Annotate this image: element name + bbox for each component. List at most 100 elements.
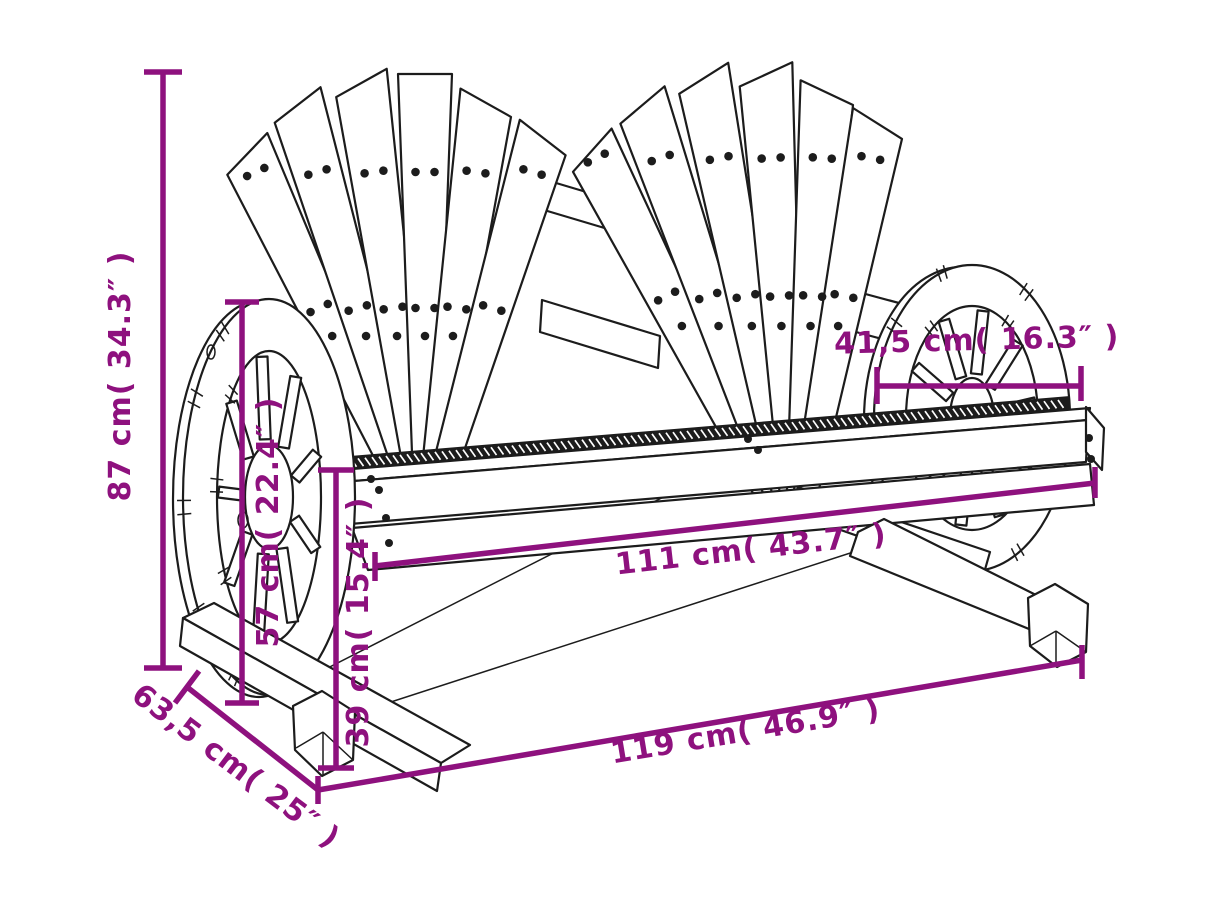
screw-dot: [754, 446, 762, 454]
seat-strip-texture: [385, 455, 393, 465]
seat-strip-texture: [735, 426, 743, 436]
seat-strip-texture: [889, 413, 897, 423]
seat-strip-texture: [826, 418, 834, 428]
screw-dot: [833, 321, 843, 331]
seat-strip-texture: [567, 440, 575, 450]
seat-strip-texture: [560, 440, 568, 450]
screw-dot: [849, 293, 858, 303]
seat-strip-texture: [371, 456, 379, 466]
screw-dot: [600, 149, 610, 158]
screw-dot: [392, 331, 402, 341]
screw-dot: [583, 158, 593, 167]
screw-dot: [322, 165, 331, 174]
wheel-rim-joint: [215, 329, 225, 342]
wheel-spoke: [937, 317, 968, 381]
screw-dot: [765, 292, 775, 301]
seat-strip-texture: [868, 415, 876, 425]
wheel-spoke: [288, 514, 322, 555]
wheel-rim-joint: [935, 268, 942, 283]
dimension-wheel-diameter: 57 cm( 22.4″ ): [225, 299, 286, 706]
wheel-rim-joint: [187, 400, 201, 409]
back-cross-rail: [538, 298, 662, 370]
screw-dot: [705, 155, 715, 165]
wheel-hub: [243, 443, 295, 551]
seat-strip-texture: [399, 454, 407, 464]
seat-strip-texture: [798, 421, 806, 430]
seat-strip-texture: [1008, 403, 1016, 413]
seat-strip-texture: [532, 443, 540, 453]
seat-strip-texture: [504, 445, 512, 455]
screw-dot: [323, 299, 333, 309]
seat-strip-texture: [553, 441, 561, 451]
screw-dot: [497, 306, 506, 315]
screw-dot: [875, 155, 885, 165]
screw-dot: [827, 154, 837, 163]
dimension-label-wheel-diameter: 57 cm( 22.4″ ): [251, 397, 286, 648]
screw-dot: [448, 331, 458, 341]
dimension-armrest-span: 41,5 cm( 16.3″ ): [834, 319, 1120, 404]
wheel-rim-joint: [1001, 314, 1010, 327]
seat-strip-texture: [917, 411, 925, 420]
screw-dot: [430, 167, 439, 177]
right-foot-edge: [1029, 630, 1057, 647]
screw-dot: [665, 150, 674, 160]
seat-strip-texture: [574, 439, 582, 449]
screw-dot: [670, 287, 680, 296]
screw-dot: [242, 171, 252, 181]
seat-strip-texture: [511, 445, 519, 454]
dimension-line: [374, 480, 1096, 569]
seat-strip-texture: [413, 453, 421, 462]
wheel-rim-joint: [177, 512, 192, 516]
screw-dot: [817, 292, 827, 301]
screw-dot: [411, 303, 420, 313]
screw-dot: [360, 169, 369, 178]
wheel-spoke: [277, 374, 303, 450]
seat-strip-texture: [749, 425, 757, 434]
seat-strip-texture: [476, 447, 484, 457]
dimension-label-overall-height: 87 cm( 34.3″ ): [103, 251, 138, 502]
under-seat-runner: [359, 544, 876, 713]
screw-dot: [732, 293, 741, 303]
seat-strip-texture: [469, 448, 477, 458]
seat-strip-texture: [539, 442, 547, 452]
seat-strip-texture: [756, 424, 764, 434]
wheel-rim-joint: [1016, 543, 1025, 557]
seat-strip-texture: [896, 412, 904, 422]
screw-dot: [430, 303, 439, 313]
screw-dot: [776, 153, 785, 162]
seat-strip-texture: [679, 431, 687, 440]
wheel-rim-joint: [210, 477, 224, 481]
screw-dot: [712, 288, 722, 298]
screw-dot: [519, 165, 528, 174]
screw-dot: [362, 301, 372, 310]
seat-strip-texture: [518, 444, 526, 454]
seat-strip-texture: [637, 434, 645, 444]
seat-strip-texture: [448, 450, 456, 460]
screw-dot: [411, 167, 420, 177]
seat-strip-texture: [1043, 400, 1051, 410]
dimension-line: [185, 684, 320, 793]
screw-dot: [398, 302, 407, 311]
seat-strip-texture: [392, 454, 400, 464]
seat-strip-texture: [1050, 400, 1058, 409]
screw-dot: [806, 321, 815, 331]
seat-strip-texture: [651, 433, 659, 443]
seat-strip-texture: [602, 437, 610, 447]
seat-strip-texture: [672, 431, 680, 441]
screw-dot: [777, 321, 786, 331]
seat-strip-texture: [910, 411, 918, 421]
screw-dot: [420, 331, 430, 341]
wheel-rim-joint: [224, 394, 236, 404]
screw-dot: [751, 289, 760, 299]
wheel-rim-joint: [192, 602, 205, 612]
screw-dot: [744, 435, 752, 443]
seat-strip-texture: [700, 429, 708, 439]
seat-strip-texture: [980, 405, 988, 415]
seat-strip-texture: [490, 446, 498, 456]
seat-strip-texture: [833, 418, 841, 427]
seat-strip-texture: [364, 457, 372, 467]
seat-strip-texture: [959, 407, 967, 417]
seat-strip-texture: [455, 449, 463, 459]
screw-dot: [653, 296, 663, 305]
seat-strip-texture: [994, 404, 1002, 414]
